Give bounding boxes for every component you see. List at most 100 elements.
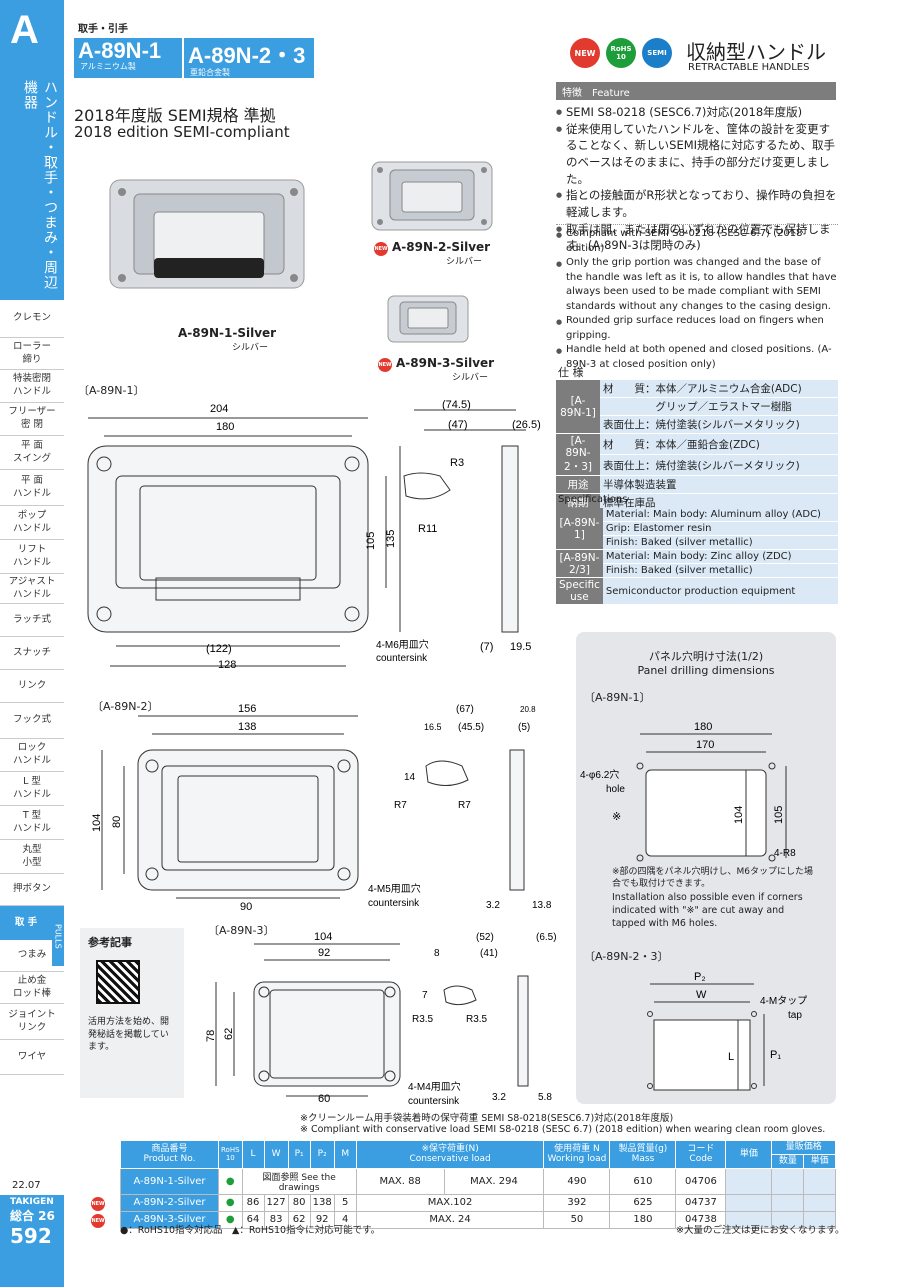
- price-cell: [771, 1167, 805, 1195]
- sidebar-item[interactable]: クレモン: [0, 300, 64, 338]
- col-W: W: [263, 1140, 289, 1169]
- model-1: A-89N-1: [78, 38, 162, 63]
- dim-text: 170: [696, 739, 714, 751]
- intro-jp: 2018年度版 SEMI規格 準拠: [74, 106, 276, 125]
- photo-a89n2-label: A-89N-2-Silver: [392, 240, 491, 254]
- load-value: MAX. 24: [355, 1210, 545, 1229]
- sidebar-item[interactable]: ラッチ式: [0, 604, 64, 637]
- feature-item: 従来使用していたハンドルを、筐体の設計を変更することなく、新しいSEMI規格に対…: [556, 121, 838, 188]
- code: 04737: [675, 1193, 727, 1212]
- sidebar-item[interactable]: T 型 ハンドル: [0, 806, 64, 840]
- col-mass-jp: 製品質量(g): [618, 1143, 668, 1154]
- dim-text: 7: [422, 990, 428, 1001]
- panel-note-en: Installation also possible even if corne…: [612, 892, 803, 929]
- dim-M: 5: [333, 1193, 357, 1212]
- qr-code-icon[interactable]: [96, 960, 140, 1004]
- sidebar-item[interactable]: リンク: [0, 670, 64, 703]
- dim-text: (74.5): [442, 399, 471, 411]
- panel-note-jp: ※部の四隅をパネル穴明けし、M6タップにした場合でも取付けできます。: [612, 867, 814, 890]
- dim-text: 135: [385, 530, 397, 548]
- mass: 625: [609, 1193, 677, 1212]
- dim-text: 19.5: [510, 641, 531, 653]
- sidebar-item[interactable]: 平 面 ハンドル: [0, 470, 64, 506]
- dim-text: R11: [418, 523, 437, 535]
- drawing-title-1: 〔A-89N-1〕: [78, 384, 145, 397]
- dim-P2: 138: [309, 1193, 335, 1212]
- page-number: 592: [10, 1224, 52, 1248]
- photo-a89n3: [387, 295, 469, 343]
- sidebar-item[interactable]: ロック ハンドル: [0, 739, 64, 772]
- feature-item: Handle held at both opened and closed po…: [556, 343, 838, 372]
- sidebar-item[interactable]: スナッチ: [0, 637, 64, 670]
- sidebar-item[interactable]: つまみ: [0, 940, 64, 972]
- photo-a89n2-sub: シルバー: [446, 257, 483, 267]
- photo-a89n2: [371, 161, 493, 231]
- work-load: 50: [543, 1210, 611, 1229]
- sidebar-item[interactable]: アジャスト ハンドル: [0, 574, 64, 604]
- category-letter: A: [10, 8, 39, 52]
- dim-text: R7: [458, 800, 471, 811]
- sidebar-item[interactable]: 押ボタン: [0, 874, 64, 906]
- work-load: 490: [543, 1167, 611, 1195]
- dim-text: P₂: [694, 971, 706, 983]
- rohs-mark: ●: [218, 1193, 243, 1212]
- load-value: MAX.102: [355, 1193, 545, 1212]
- dim-text: (7): [480, 641, 493, 653]
- sidebar-item[interactable]: フック式: [0, 703, 64, 739]
- feature-item: SEMI S8-0218 (SESC6.7)対応(2018年度版): [556, 104, 838, 121]
- catalog-label: 総合 26: [10, 1209, 55, 1223]
- col-mass-en: Mass: [631, 1154, 655, 1165]
- corner-mark: ※: [612, 811, 621, 823]
- col-load-jp: ※保守荷重(N): [421, 1143, 479, 1154]
- drawing-title-3: 〔A-89N-3〕: [208, 924, 275, 937]
- photo-a89n3-label: A-89N-3-Silver: [396, 356, 495, 370]
- col-bulk-unit: 単価: [803, 1153, 836, 1169]
- sidebar-item[interactable]: ポップ ハンドル: [0, 506, 64, 540]
- active-tag: PULLS: [52, 906, 64, 966]
- dim-text: 138: [238, 721, 256, 733]
- table-legend: ●：RoHS10指令対応品 ▲：RoHS10指令に対応可能です。: [120, 1225, 381, 1236]
- spec-value: Material: Main body: Zinc alloy (ZDC): [602, 549, 838, 564]
- dim-text: R3.5: [412, 1014, 434, 1025]
- sidebar-item[interactable]: 丸型 小型: [0, 840, 64, 874]
- feature-label-en: Feature: [592, 88, 630, 99]
- spec-value: Finish: Baked (silver metallic): [602, 535, 838, 550]
- tap-callout-en: tap: [788, 1010, 802, 1021]
- product-title-en: RETRACTABLE HANDLES: [688, 62, 810, 73]
- dim-text: 3.2: [486, 900, 500, 911]
- sidebar-item[interactable]: フリーザー 密 閉: [0, 403, 64, 436]
- dim-text: 8: [434, 948, 440, 959]
- dim-text: (47): [448, 419, 468, 431]
- sidebar-item[interactable]: 止め金 ロッド棒: [0, 972, 64, 1004]
- model-1-material: アルミニウム製: [80, 62, 136, 71]
- spec-value: 材 質：本体／アルミニウム合金(ADC): [600, 380, 838, 398]
- page-footer: 22.07 TAKIGEN 総合 26 592: [0, 1180, 64, 1287]
- dim-text: 20.8: [520, 705, 536, 714]
- sidebar-item[interactable]: 平 面 スイング: [0, 436, 64, 470]
- dim-text: (26.5): [512, 419, 541, 431]
- reference-box: 参考記事 活用方法を始め、開発秘話を掲載しています。: [80, 928, 184, 1098]
- dim-text: R7: [394, 800, 407, 811]
- sidebar-item[interactable]: リフト ハンドル: [0, 540, 64, 574]
- sidebar-item[interactable]: 取 手: [0, 906, 52, 940]
- sidebar-item[interactable]: ジョイント リンク: [0, 1004, 64, 1040]
- spec-value: Material: Main body: Aluminum alloy (ADC…: [602, 508, 838, 522]
- code: 04706: [675, 1167, 727, 1195]
- col-bulk-qty: 数量: [771, 1153, 805, 1169]
- sidebar-item[interactable]: ワイヤ: [0, 1040, 64, 1075]
- hole-callout: 4-M5用皿穴: [368, 882, 421, 895]
- work-load: 392: [543, 1193, 611, 1212]
- drawing-a89n1: 204 180 (122) 128 105 135 4-M6用皿穴 counte…: [87, 399, 541, 670]
- col-code-en: Code: [689, 1154, 713, 1165]
- sidebar-item[interactable]: L 型 ハンドル: [0, 772, 64, 806]
- spec-label: [A-89N-2・3]: [556, 433, 600, 476]
- spec-value: 材 質：本体／亜鉛合金(ZDC): [600, 433, 838, 455]
- dim-text: 105: [773, 806, 785, 824]
- sidebar-item[interactable]: ローラー 締り: [0, 338, 64, 370]
- dim-text: 80: [111, 816, 123, 828]
- dim-text: 180: [216, 421, 234, 433]
- sidebar-item[interactable]: 特装密閉 ハンドル: [0, 370, 64, 403]
- panel-drawing-1: 180 170 104 105 4-φ6.2穴 hole ※ 4-R8: [580, 721, 796, 862]
